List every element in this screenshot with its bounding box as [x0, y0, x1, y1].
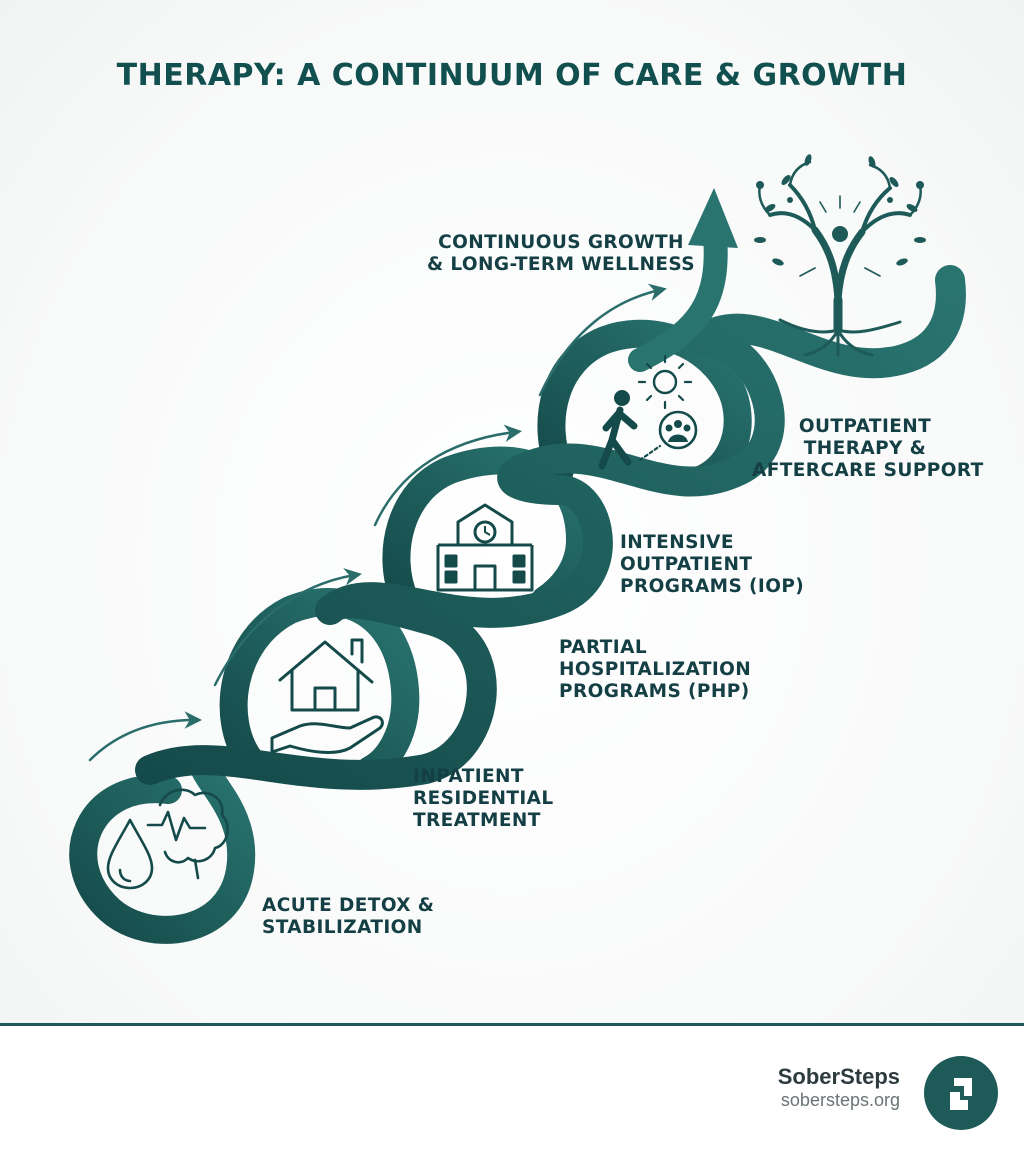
- ribbon-loop-inpatient: [219, 588, 420, 784]
- brand-name[interactable]: SoberSteps: [777, 1064, 900, 1089]
- stage-label-inpatient: INPATIENT RESIDENTIAL TREATMENT: [413, 766, 554, 831]
- stage-label-iop: INTENSIVE OUTPATIENT PROGRAMS (IOP): [620, 532, 805, 597]
- footer-divider: [0, 1023, 1024, 1026]
- house-in-hand-icon: [270, 638, 384, 754]
- ribbon-loop-detox: [69, 756, 256, 944]
- progress-arrow-2: [213, 568, 362, 687]
- tree-of-life-icon: [754, 154, 926, 357]
- brand-url[interactable]: sobersteps.org: [780, 1090, 900, 1110]
- progress-arrows: [88, 283, 667, 762]
- up-arrow-icon: [688, 188, 738, 248]
- building-clock-icon: [436, 503, 534, 592]
- stage-label-outpatient: OUTPATIENT THERAPY & AFTERCARE SUPPORT: [752, 416, 984, 481]
- stage-label-growth: CONTINUOUS GROWTH & LONG-TERM WELLNESS: [427, 232, 695, 275]
- progress-arrow-1: [88, 711, 202, 762]
- infographic-canvas: [0, 0, 1024, 1025]
- sobersteps-logo-icon[interactable]: [924, 1056, 998, 1130]
- stage-label-detox: ACUTE DETOX & STABILIZATION: [262, 895, 435, 938]
- water-drop-brain-pulse-icon: [106, 788, 229, 890]
- continuum-ribbon-diagram: [69, 154, 966, 944]
- footer: [0, 1026, 1024, 1154]
- walking-person-sun-group-icon: [598, 354, 698, 470]
- stage-label-php: PARTIAL HOSPITALIZATION PROGRAMS (PHP): [559, 637, 752, 702]
- page-title: THERAPY: A CONTINUUM OF CARE & GROWTH: [116, 58, 908, 93]
- progress-arrow-4: [538, 283, 667, 397]
- ribbon-loops: [69, 319, 752, 944]
- ribbon-arrow-strand: [628, 223, 728, 372]
- ribbon-main-strand: [135, 265, 966, 790]
- progress-arrow-3: [373, 424, 522, 527]
